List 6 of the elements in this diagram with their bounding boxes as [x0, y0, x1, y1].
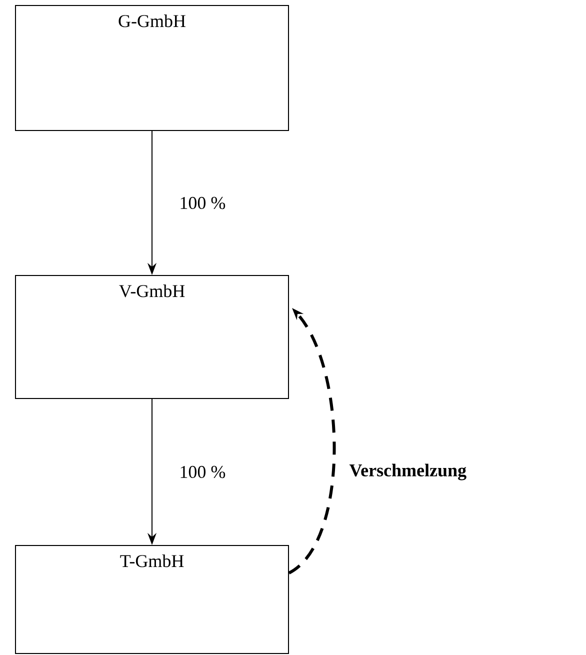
edge-label: 100 %	[180, 196, 226, 210]
edge-label: Verschmelzung	[349, 464, 466, 480]
edge-label: 100 %	[180, 466, 226, 478]
company-box: T-GmbH	[15, 545, 289, 654]
company-box: V-GmbH	[15, 275, 289, 399]
company-box: G-GmbH	[15, 5, 289, 131]
